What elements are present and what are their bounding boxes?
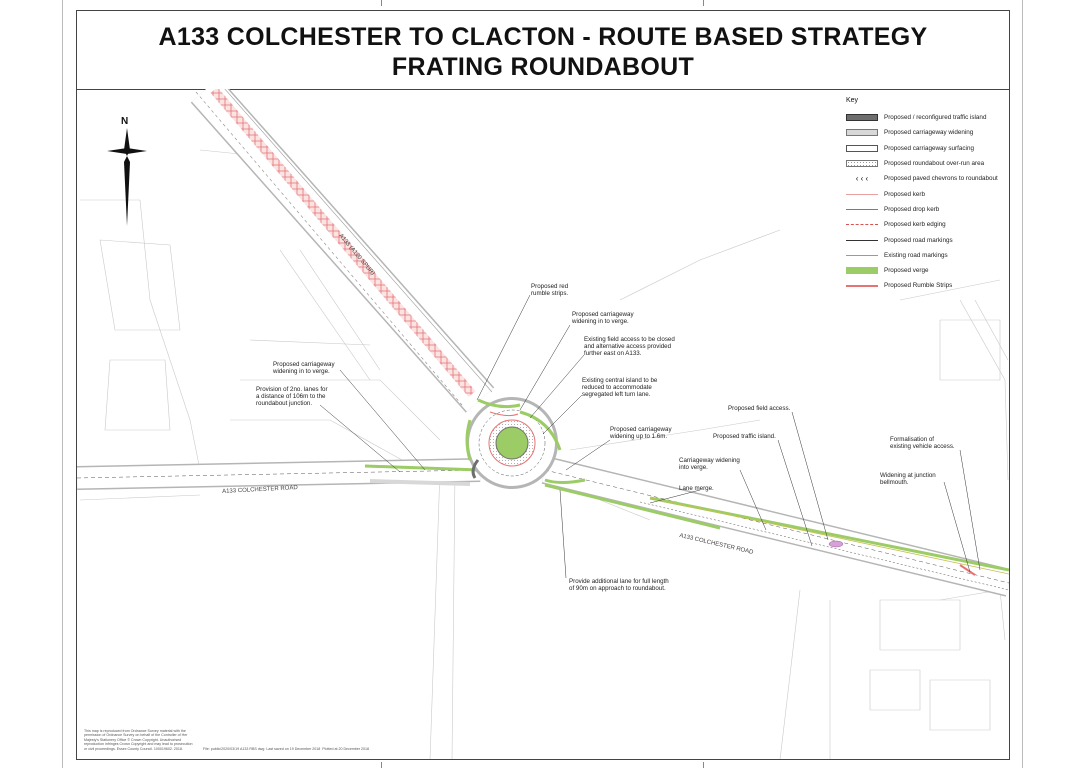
annotation-central-island: Existing central island to be reduced to… bbox=[582, 377, 658, 399]
drawing-subtitle: FRATING ROUNDABOUT bbox=[391, 53, 695, 81]
key-item-label: Proposed kerb bbox=[884, 190, 925, 198]
key-item: Proposed carriageway widening bbox=[846, 125, 1016, 140]
a133-west-road bbox=[77, 458, 481, 490]
key-item: Proposed / reconfigured traffic island bbox=[846, 110, 1016, 125]
annotation-two-lanes: Provision of 2no. lanes for a distance o… bbox=[256, 386, 328, 408]
light-grey-fill-icon bbox=[846, 129, 878, 137]
chevrons-icon: ‹ ‹ ‹ bbox=[855, 174, 869, 184]
key-item: Proposed carriageway surfacing bbox=[846, 141, 1016, 156]
annotation-field-access: Proposed field access. bbox=[728, 405, 791, 412]
red-thick-line-icon bbox=[846, 284, 878, 287]
a133-east-road bbox=[541, 456, 1009, 597]
title-block: A133 COLCHESTER TO CLACTON - ROUTE BASED… bbox=[77, 11, 1009, 90]
red-dashed-line-icon bbox=[846, 224, 878, 226]
drawing-title: A133 COLCHESTER TO CLACTON - ROUTE BASED… bbox=[158, 23, 928, 51]
key-item: Proposed Rumble Strips bbox=[846, 278, 1016, 293]
frame-tick bbox=[703, 0, 704, 6]
key-item-label: Proposed carriageway widening bbox=[884, 129, 974, 137]
annotation-widening-verge-north: Proposed carriageway widening in to verg… bbox=[572, 311, 634, 326]
key-item-label: Proposed road markings bbox=[884, 236, 953, 244]
annotation-field-access-closed: Existing field access to be closed and a… bbox=[584, 336, 675, 358]
key-item-label: Proposed carriageway surfacing bbox=[884, 144, 974, 152]
annotation-red-rumble-strips: Proposed red rumble strips. bbox=[531, 283, 569, 298]
grey-line-icon bbox=[846, 254, 878, 256]
annotation-additional-lane: Provide additional lane for full length … bbox=[569, 578, 669, 593]
os-background-detail bbox=[79, 149, 1009, 759]
key-item: Proposed road markings bbox=[846, 232, 1016, 247]
key-item-label: Proposed verge bbox=[884, 267, 929, 275]
key-item: Proposed drop kerb bbox=[846, 202, 1016, 217]
pink-line-icon bbox=[846, 193, 878, 195]
annotation-widening-1-6m: Proposed carriageway widening up to 1.6m… bbox=[610, 426, 672, 441]
key-item: Existing road markings bbox=[846, 248, 1016, 263]
key-item: ‹ ‹ ‹ Proposed paved chevrons to roundabo… bbox=[846, 171, 1016, 186]
file-note: File: public/2020/03/19 A133 RBS dwg Las… bbox=[203, 747, 370, 751]
north-label: N bbox=[121, 116, 129, 127]
key-item-label: Proposed paved chevrons to roundabout bbox=[884, 175, 998, 183]
frating-roundabout bbox=[465, 397, 586, 489]
key-item: Proposed kerb edging bbox=[846, 217, 1016, 232]
key-item-label: Proposed Rumble Strips bbox=[884, 282, 953, 290]
north-arrow-icon bbox=[107, 128, 147, 226]
red-line-icon bbox=[846, 208, 878, 210]
key-item: Proposed kerb bbox=[846, 186, 1016, 201]
map-key: Key Proposed / reconfigured traffic isla… bbox=[846, 97, 1016, 294]
dotted-fill-icon bbox=[846, 160, 878, 168]
key-item-label: Proposed kerb edging bbox=[884, 221, 946, 229]
annotation-widening-junction: Widening at junction bellmouth. bbox=[880, 472, 936, 487]
annotation-formalisation: Formalisation of existing vehicle access… bbox=[890, 436, 955, 451]
green-fill-icon bbox=[846, 267, 878, 275]
frame-tick bbox=[381, 762, 382, 768]
key-item-label: Proposed / reconfigured traffic island bbox=[884, 114, 987, 122]
annotation-widening-into-verge: Carriageway widening into verge. bbox=[679, 457, 740, 472]
key-item-label: Proposed drop kerb bbox=[884, 205, 940, 213]
key-item: Proposed roundabout over-run area bbox=[846, 156, 1016, 171]
key-item-label: Proposed roundabout over-run area bbox=[884, 160, 985, 168]
annotation-leaders bbox=[319, 294, 981, 579]
annotation-widening-verge-west: Proposed carriageway widening in to verg… bbox=[273, 361, 335, 376]
frame-tick bbox=[62, 0, 63, 768]
annotation-lane-merge: Lane merge. bbox=[679, 485, 714, 492]
frame-tick bbox=[703, 762, 704, 768]
copyright-note: This map is reproduced from Ordnance Sur… bbox=[84, 729, 193, 751]
annotation-traffic-island: Proposed traffic island. bbox=[713, 433, 776, 440]
white-fill-icon bbox=[846, 144, 878, 152]
frame-tick bbox=[1022, 0, 1023, 768]
key-title: Key bbox=[846, 97, 859, 104]
dark-line-icon bbox=[846, 239, 878, 241]
key-item: Proposed verge bbox=[846, 263, 1016, 278]
frame-tick bbox=[381, 0, 382, 6]
dark-grey-fill-icon bbox=[846, 114, 878, 122]
key-item-label: Existing road markings bbox=[884, 251, 948, 259]
a120-spur-road bbox=[190, 89, 495, 413]
